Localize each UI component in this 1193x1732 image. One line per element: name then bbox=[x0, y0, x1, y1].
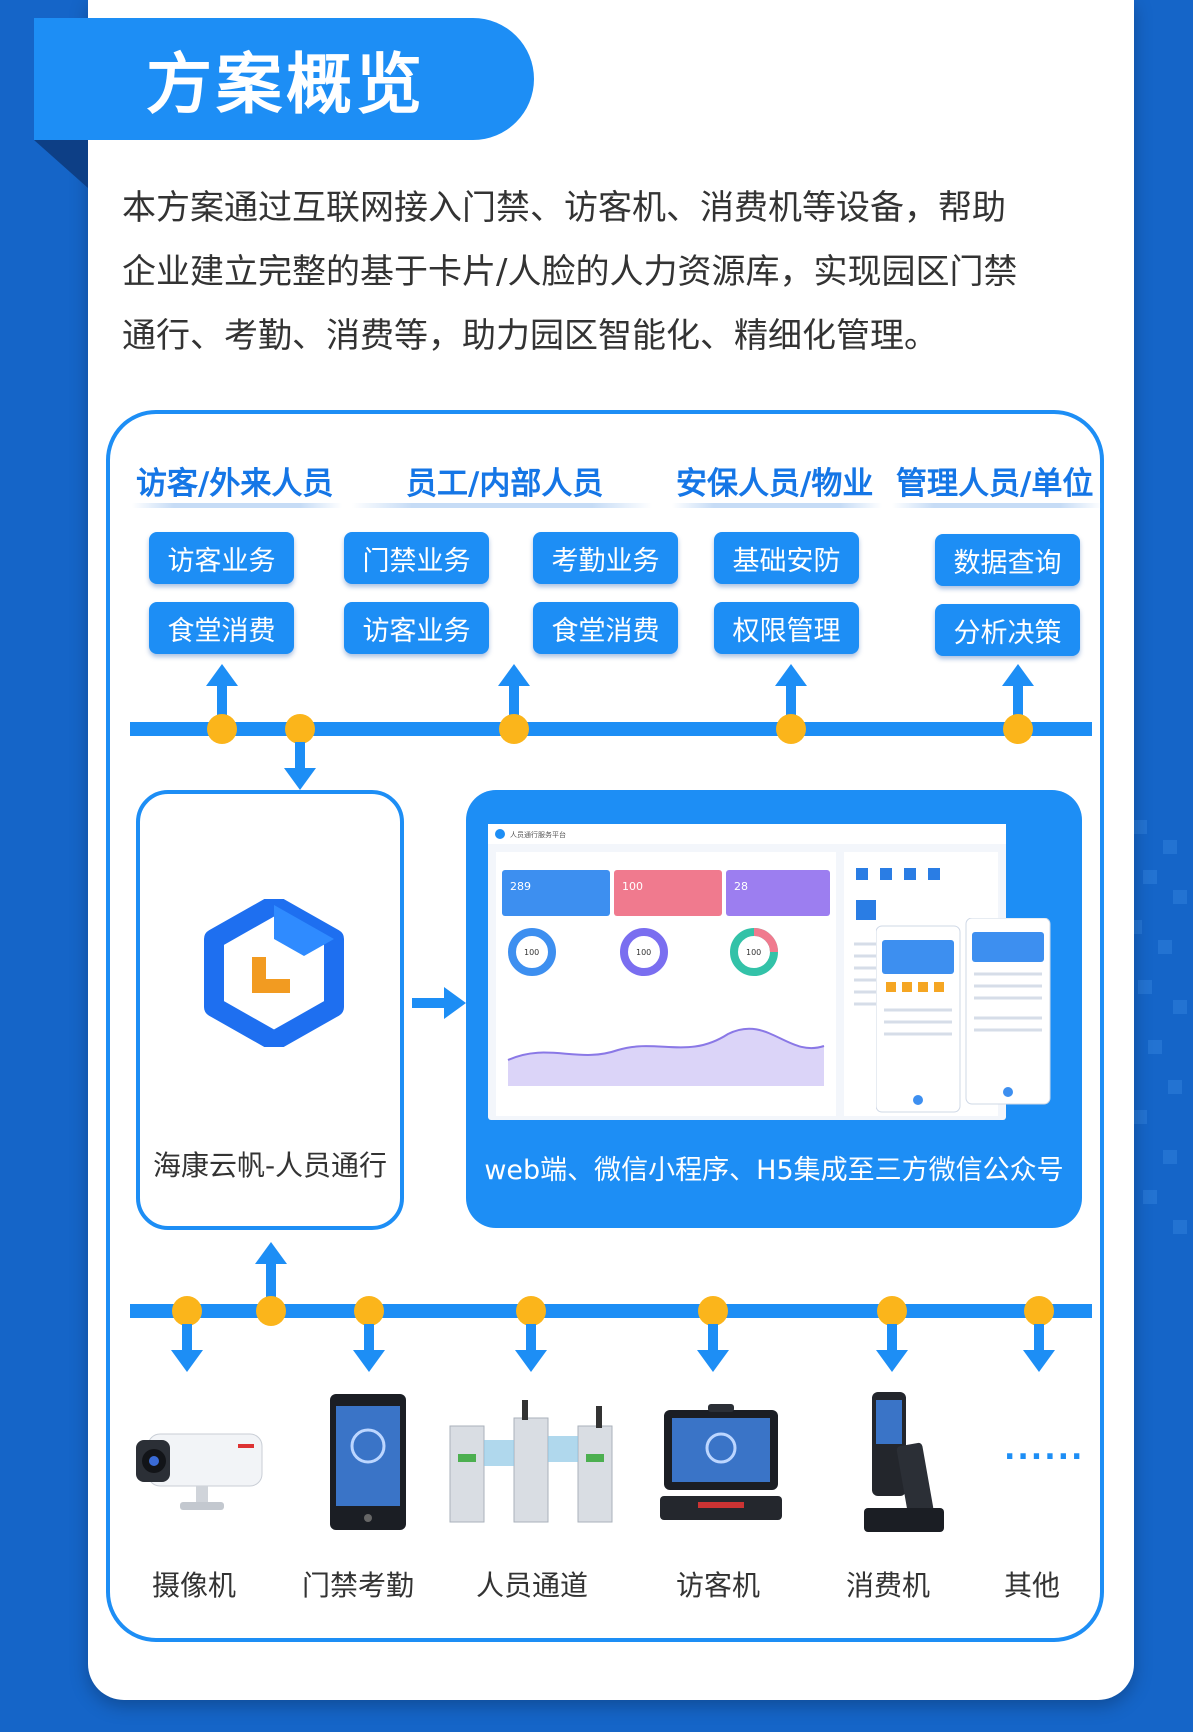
category-security: 安保人员/物业 bbox=[676, 466, 874, 502]
arrow-right bbox=[412, 998, 446, 1008]
title-banner: 方案概览 bbox=[34, 18, 534, 140]
tag-visitor-business[interactable]: 访客业务 bbox=[344, 602, 489, 654]
visitor-machine-icon bbox=[660, 1404, 782, 1520]
donut-value: 100 bbox=[746, 948, 761, 957]
arrow-down bbox=[364, 1324, 374, 1354]
tag-access-business[interactable]: 门禁业务 bbox=[344, 532, 489, 584]
arrow-down bbox=[526, 1324, 536, 1354]
tag-visitor-business[interactable]: 访客业务 bbox=[149, 532, 294, 584]
arrow-up bbox=[217, 684, 227, 728]
platform-box: 海康云帆-人员通行 bbox=[136, 790, 404, 1230]
page-title: 方案概览 bbox=[146, 46, 426, 123]
arrow-up-head bbox=[1002, 664, 1034, 686]
mobile-screenshots bbox=[876, 918, 1051, 1113]
device-label-consumption-machine: 消费机 bbox=[845, 1569, 930, 1602]
arrow-down-head bbox=[876, 1350, 908, 1372]
device-label-access-attendance: 门禁考勤 bbox=[301, 1569, 414, 1602]
platform-label: 海康云帆-人员通行 bbox=[152, 1149, 388, 1182]
arrow-up bbox=[509, 684, 519, 728]
arrow-up bbox=[266, 1262, 276, 1310]
intro-line: 本方案通过互联网接入门禁、访客机、消费机等设备，帮助 bbox=[122, 188, 1006, 228]
consumption-machine-icon bbox=[864, 1392, 944, 1532]
device-label-visitor-machine: 访客机 bbox=[675, 1569, 760, 1602]
screens-label: web端、微信小程序、H5集成至三方微信公众号 bbox=[484, 1155, 1064, 1186]
arrow-down bbox=[887, 1324, 897, 1354]
access-terminal-icon bbox=[330, 1394, 406, 1530]
arrow-down-head bbox=[284, 768, 316, 790]
category-employee: 员工/内部人员 bbox=[406, 466, 604, 502]
bus-node bbox=[499, 714, 529, 744]
tag-analysis-decision[interactable]: 分析决策 bbox=[935, 604, 1080, 656]
bus-node bbox=[776, 714, 806, 744]
arrow-down bbox=[182, 1324, 192, 1354]
bus-node bbox=[1003, 714, 1033, 744]
turnstile-icon bbox=[449, 1400, 613, 1523]
stat-value: 28 bbox=[734, 880, 748, 893]
arrow-down bbox=[1034, 1324, 1044, 1354]
arrow-right-head bbox=[444, 987, 466, 1019]
arrow-down-head bbox=[353, 1350, 385, 1372]
arrow-down-head bbox=[697, 1350, 729, 1372]
tag-canteen-consumption[interactable]: 食堂消费 bbox=[533, 602, 678, 654]
banner-fold bbox=[34, 140, 88, 188]
architecture-frame bbox=[106, 410, 1104, 1642]
category-manager: 管理人员/单位 bbox=[896, 466, 1094, 502]
bus-node bbox=[172, 1296, 202, 1326]
tag-permission-management[interactable]: 权限管理 bbox=[714, 602, 859, 654]
bus-node bbox=[256, 1296, 286, 1326]
intro-text: 本方案通过互联网接入门禁、访客机、消费机等设备，帮助 企业建立完整的基于卡片/人… bbox=[122, 176, 1102, 368]
stat-value: 289 bbox=[510, 880, 531, 893]
top-data-bus bbox=[130, 722, 1092, 736]
bus-node bbox=[1024, 1296, 1054, 1326]
arrow-down bbox=[708, 1324, 718, 1354]
pixel-decoration bbox=[1128, 820, 1187, 1234]
tag-basic-security[interactable]: 基础安防 bbox=[714, 532, 859, 584]
client-screens-panel: 人员通行服务平台 289 100 28 100 100 100 bbox=[466, 790, 1082, 1228]
arrow-up-head bbox=[255, 1242, 287, 1264]
arrow-up-head bbox=[206, 664, 238, 686]
arrow-up-head bbox=[498, 664, 530, 686]
more-icon: ...... bbox=[1004, 1432, 1085, 1467]
platform-logo-icon bbox=[204, 899, 344, 1047]
device-label-other: 其他 bbox=[1003, 1569, 1060, 1602]
camera-icon bbox=[136, 1433, 263, 1510]
tag-attendance-business[interactable]: 考勤业务 bbox=[533, 532, 678, 584]
stat-value: 100 bbox=[622, 880, 643, 893]
bus-node bbox=[698, 1296, 728, 1326]
bus-node bbox=[285, 714, 315, 744]
donut-value: 100 bbox=[524, 948, 539, 957]
device-label-personnel-channel: 人员通道 bbox=[475, 1569, 588, 1602]
category-underline bbox=[352, 503, 652, 508]
intro-line: 企业建立完整的基于卡片/人脸的人力资源库，实现园区门禁 bbox=[122, 252, 1018, 292]
intro-line: 通行、考勤、消费等，助力园区智能化、精细化管理。 bbox=[122, 316, 938, 356]
arrow-up bbox=[1013, 684, 1023, 728]
arrow-up-head bbox=[775, 664, 807, 686]
category-underline bbox=[132, 503, 342, 508]
dashboard-app-title: 人员通行服务平台 bbox=[510, 830, 566, 839]
category-underline bbox=[892, 503, 1102, 508]
arrow-down-head bbox=[1023, 1350, 1055, 1372]
arrow-up bbox=[786, 684, 796, 728]
bus-node bbox=[516, 1296, 546, 1326]
tag-canteen-consumption[interactable]: 食堂消费 bbox=[149, 602, 294, 654]
category-underline bbox=[672, 503, 882, 508]
arrow-down bbox=[295, 742, 305, 772]
arrow-down-head bbox=[171, 1350, 203, 1372]
bus-node bbox=[877, 1296, 907, 1326]
bus-node bbox=[207, 714, 237, 744]
bus-node bbox=[354, 1296, 384, 1326]
donut-value: 100 bbox=[636, 948, 651, 957]
device-label-camera: 摄像机 bbox=[151, 1569, 236, 1602]
category-visitor: 访客/外来人员 bbox=[136, 466, 334, 502]
tag-data-query[interactable]: 数据查询 bbox=[935, 534, 1080, 586]
arrow-down-head bbox=[515, 1350, 547, 1372]
